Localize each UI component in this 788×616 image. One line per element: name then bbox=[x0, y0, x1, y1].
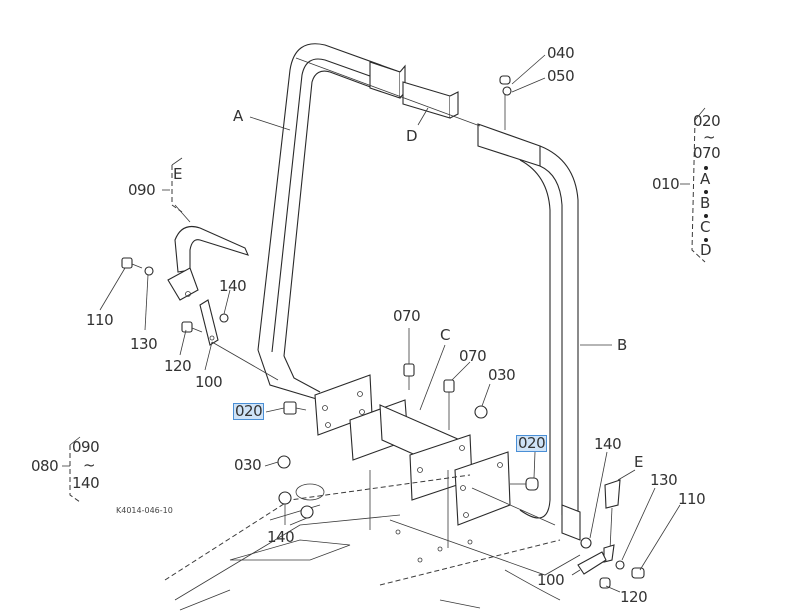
bullet-dot bbox=[704, 214, 708, 218]
callout-050[interactable]: 050 bbox=[547, 67, 575, 85]
callout-070-b[interactable]: 070 bbox=[459, 347, 487, 365]
group-010-start: 020 bbox=[693, 112, 721, 130]
group-010-member-A: A bbox=[700, 170, 710, 188]
callout-C[interactable]: C bbox=[440, 326, 450, 344]
group-010-end: 070 bbox=[693, 144, 721, 162]
callout-020-right-highlighted[interactable]: 020 bbox=[515, 434, 548, 452]
group-080-tilde: ~ bbox=[83, 456, 96, 474]
group-010-tilde: ~ bbox=[703, 128, 716, 146]
group-010-id[interactable]: 010 bbox=[652, 175, 680, 193]
figure-code: K4014-046-10 bbox=[116, 506, 173, 515]
callout-140-left[interactable]: 140 bbox=[219, 277, 247, 295]
callout-120-right[interactable]: 120 bbox=[620, 588, 648, 606]
group-080-end: 140 bbox=[72, 474, 100, 492]
leader-lines bbox=[62, 54, 690, 593]
group-010-member-B: B bbox=[700, 194, 710, 212]
callout-140-bottom[interactable]: 140 bbox=[267, 528, 295, 546]
bullet-dot bbox=[704, 166, 708, 170]
callout-E-left[interactable]: E bbox=[173, 165, 182, 183]
seat-belt-right bbox=[577, 479, 645, 589]
callout-110-left[interactable]: 110 bbox=[86, 311, 114, 329]
callout-040[interactable]: 040 bbox=[547, 44, 575, 62]
callout-090[interactable]: 090 bbox=[128, 181, 156, 199]
bullet-dot bbox=[704, 190, 708, 194]
callout-100-right[interactable]: 100 bbox=[537, 571, 565, 589]
hardware-left bbox=[121, 257, 229, 333]
callout-130-right[interactable]: 130 bbox=[650, 471, 678, 489]
group-080-start: 090 bbox=[72, 438, 100, 456]
group-brackets bbox=[69, 107, 706, 503]
group-080-id[interactable]: 080 bbox=[31, 457, 59, 475]
callout-140-right[interactable]: 140 bbox=[594, 435, 622, 453]
callout-110-right[interactable]: 110 bbox=[678, 490, 706, 508]
hardware-center bbox=[277, 75, 539, 519]
callout-130-left[interactable]: 130 bbox=[130, 335, 158, 353]
callout-B[interactable]: B bbox=[617, 336, 627, 354]
callout-020-left-highlighted[interactable]: 020 bbox=[232, 402, 265, 420]
mount-brackets bbox=[314, 374, 556, 526]
callout-100-left[interactable]: 100 bbox=[195, 373, 223, 391]
tractor-body bbox=[164, 470, 581, 611]
callout-E-right[interactable]: E bbox=[634, 453, 643, 471]
callout-D[interactable]: D bbox=[406, 127, 418, 145]
bullet-dot bbox=[704, 238, 708, 242]
callout-030-right[interactable]: 030 bbox=[488, 366, 516, 384]
callout-070-a[interactable]: 070 bbox=[393, 307, 421, 325]
callout-A[interactable]: A bbox=[233, 107, 243, 125]
callout-030-left[interactable]: 030 bbox=[234, 456, 262, 474]
callout-120-left[interactable]: 120 bbox=[164, 357, 192, 375]
seat-belt-left bbox=[167, 225, 279, 381]
rops-frame bbox=[257, 43, 581, 541]
group-010-member-D: D bbox=[700, 241, 712, 259]
group-010-member-C: C bbox=[700, 218, 710, 236]
